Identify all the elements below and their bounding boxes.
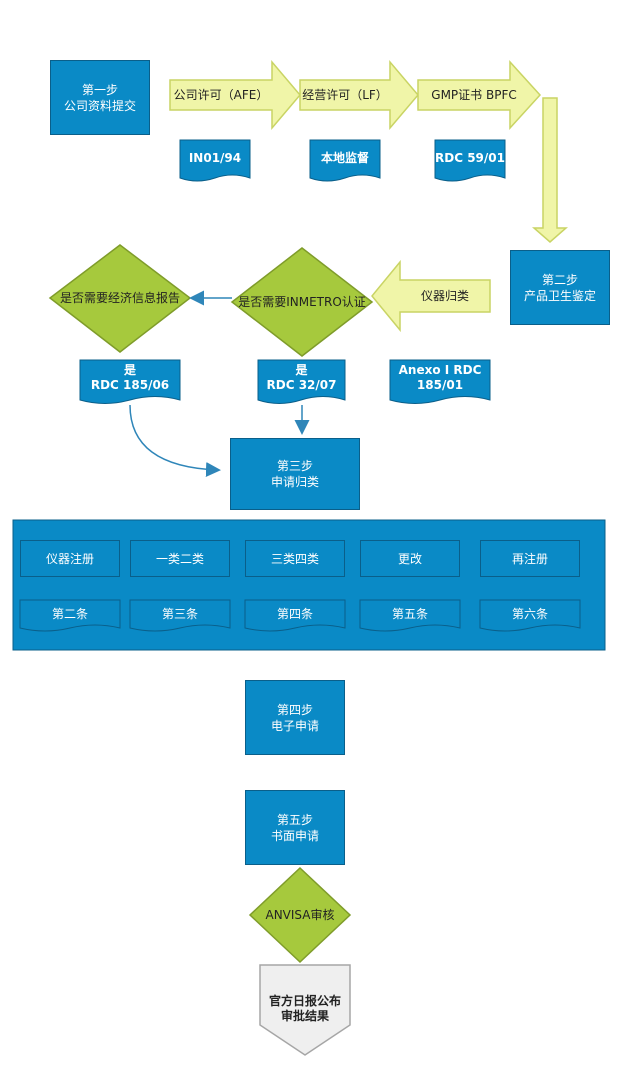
step1-box[interactable]: 第一步 公司资料提交	[50, 60, 150, 135]
lf-label: 经营许可（LF）	[302, 87, 388, 102]
doc-anexo-line2: 185/01	[416, 378, 464, 392]
doc-local-label: 本地监督	[320, 150, 369, 165]
decision-inmetro-shape	[230, 247, 374, 357]
doc-yes-mid-line2: RDC 32/07	[266, 378, 337, 392]
doc-yes-left-shape	[79, 359, 181, 404]
final-line2: 审批结果	[280, 1009, 329, 1023]
gmp-arrow	[417, 60, 542, 130]
doc-anexo-shape	[389, 359, 491, 404]
step1-title: 第一步	[81, 82, 118, 97]
final-line1: 官方日报公布	[268, 994, 341, 1008]
step4-subtitle: 电子申请	[270, 718, 319, 733]
connector-left-doc-to-step3	[129, 404, 221, 478]
doc-yes-left-label: 是 RDC 185/06	[80, 362, 180, 394]
decision-anvisa-label: ANVISA审核	[265, 907, 335, 922]
step5-title: 第五步	[276, 812, 313, 827]
doc-in0194-label: IN01/94	[188, 150, 242, 165]
doc-rdc5901-shape	[434, 139, 506, 182]
category-registration[interactable]: 仪器注册	[20, 540, 120, 577]
classify-label: 仪器归类	[420, 288, 469, 303]
cat-doc-2	[129, 599, 231, 632]
article-6-label: 第六条	[511, 606, 548, 621]
step2-title: 第二步	[541, 272, 578, 287]
decision-inmetro-label: 是否需要INMETRO认证	[238, 294, 366, 309]
down-arrow	[532, 97, 568, 243]
step4-box[interactable]: 第四步 电子申请	[245, 680, 345, 755]
gmp-label: GMP证书 BPFC	[431, 87, 517, 102]
decision-economic-label: 是否需要经济信息报告	[59, 290, 180, 305]
cat-doc-4	[359, 599, 461, 632]
step3-box[interactable]: 第三步 申请归类	[230, 438, 360, 510]
step2-box[interactable]: 第二步 产品卫生鉴定	[510, 250, 610, 325]
category-reregister[interactable]: 再注册	[480, 540, 580, 577]
cat-doc-5	[479, 599, 581, 632]
article-5-label: 第五条	[391, 606, 428, 621]
step2-subtitle: 产品卫生鉴定	[523, 288, 596, 303]
doc-yes-left-line2: RDC 185/06	[90, 378, 170, 392]
doc-yes-mid-shape	[257, 359, 346, 404]
article-3-label: 第三条	[161, 606, 198, 621]
cat-doc-1	[19, 599, 121, 632]
doc-yes-mid-line1: 是	[295, 363, 308, 377]
step1-subtitle: 公司资料提交	[63, 98, 136, 113]
article-2-label: 第二条	[51, 606, 88, 621]
article-4-label: 第四条	[276, 606, 313, 621]
doc-anexo-label: Anexo I RDC 185/01	[390, 362, 490, 394]
doc-in0194-shape	[179, 139, 251, 182]
classify-arrow	[371, 259, 491, 333]
category-change[interactable]: 更改	[360, 540, 460, 577]
step4-title: 第四步	[276, 702, 313, 717]
step5-box[interactable]: 第五步 书面申请	[245, 790, 345, 865]
step5-subtitle: 书面申请	[270, 828, 319, 843]
doc-anexo-line1: Anexo I RDC	[398, 363, 482, 377]
doc-yes-left-line1: 是	[123, 363, 136, 377]
step3-title: 第三步	[276, 459, 313, 473]
decision-anvisa-shape	[248, 866, 352, 964]
category-class12[interactable]: 一类二类	[130, 540, 230, 577]
cat-doc-3	[244, 599, 346, 632]
afe-arrow	[169, 59, 301, 131]
step3-subtitle: 申请归类	[270, 475, 319, 489]
doc-rdc5901-label: RDC 59/01	[435, 150, 505, 165]
decision-economic-shape	[48, 244, 192, 353]
doc-yes-mid-label: 是 RDC 32/07	[258, 362, 345, 394]
final-label: 官方日报公布 审批结果	[260, 992, 350, 1026]
lf-arrow	[299, 59, 419, 131]
afe-label: 公司许可（AFE）	[173, 87, 269, 102]
category-class34[interactable]: 三类四类	[245, 540, 345, 577]
final-shape	[259, 964, 351, 1056]
doc-local-shape	[309, 139, 381, 182]
